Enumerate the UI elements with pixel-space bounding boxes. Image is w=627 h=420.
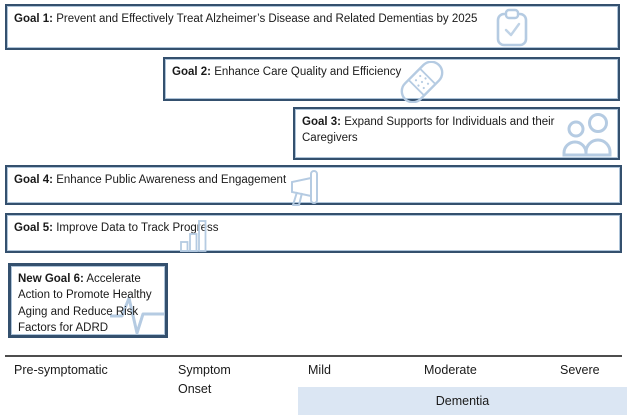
clipboard-check-icon <box>496 8 528 47</box>
goal-6-label: New Goal 6: Accelerate Action to Promote… <box>11 266 165 341</box>
goal-1-label: Goal 1: Prevent and Effectively Treat Al… <box>7 6 618 32</box>
stage-label-moderate: Moderate <box>424 363 477 377</box>
goal-4-box: Goal 4: Enhance Public Awareness and Eng… <box>5 165 622 206</box>
goal-2-prefix: Goal 2: <box>172 66 211 78</box>
goal-3-box: Goal 3: Expand Supports for Individuals … <box>293 107 620 160</box>
goal-1-text: Prevent and Effectively Treat Alzheimer’… <box>56 13 478 25</box>
stage-label-mild: Mild <box>308 363 331 377</box>
dementia-band-label: Dementia <box>435 394 490 408</box>
goal-5-box: Goal 5: Improve Data to Track Progress <box>5 213 622 253</box>
goal-5-label: Goal 5: Improve Data to Track Progress <box>7 215 620 241</box>
stage-label-severe: Severe <box>560 363 600 377</box>
goal-1-prefix: Goal 1: <box>14 13 53 25</box>
megaphone-icon <box>291 170 318 206</box>
goal-3-prefix: Goal 3: <box>302 116 341 128</box>
goal-4-text: Enhance Public Awareness and Engagement <box>56 174 287 186</box>
goal-2-label: Goal 2: Enhance Care Quality and Efficie… <box>165 59 618 85</box>
people-icon <box>562 113 612 157</box>
stage-label-symptom-onset: Symptom Onset <box>178 363 231 397</box>
goal-5-text: Improve Data to Track Progress <box>56 222 219 234</box>
heartbeat-icon <box>110 296 164 335</box>
goal-6-text: Accelerate Action to Promote Healthy Agi… <box>18 273 152 334</box>
goal-3-text: Expand Supports for Individuals and thei… <box>302 116 555 145</box>
goal-1-box: Goal 1: Prevent and Effectively Treat Al… <box>5 4 620 50</box>
goal-6-box: New Goal 6: Accelerate Action to Promote… <box>8 263 168 338</box>
disease-progression-axis <box>5 355 622 357</box>
goal-2-text: Enhance Care Quality and Efficiency <box>214 66 402 78</box>
goal-5-prefix: Goal 5: <box>14 222 53 234</box>
dementia-band: Dementia <box>298 387 627 415</box>
goal-3-label: Goal 3: Expand Supports for Individuals … <box>295 109 563 152</box>
goal-4-prefix: Goal 4: <box>14 174 53 186</box>
bandage-icon <box>400 61 444 103</box>
stage-label-pre-symptomatic: Pre-symptomatic <box>14 363 108 377</box>
goal-4-label: Goal 4: Enhance Public Awareness and Eng… <box>7 167 620 193</box>
goal-6-prefix: New Goal 6: <box>18 273 84 285</box>
goal-2-box: Goal 2: Enhance Care Quality and Efficie… <box>163 57 620 103</box>
bar-chart-icon <box>180 220 207 252</box>
